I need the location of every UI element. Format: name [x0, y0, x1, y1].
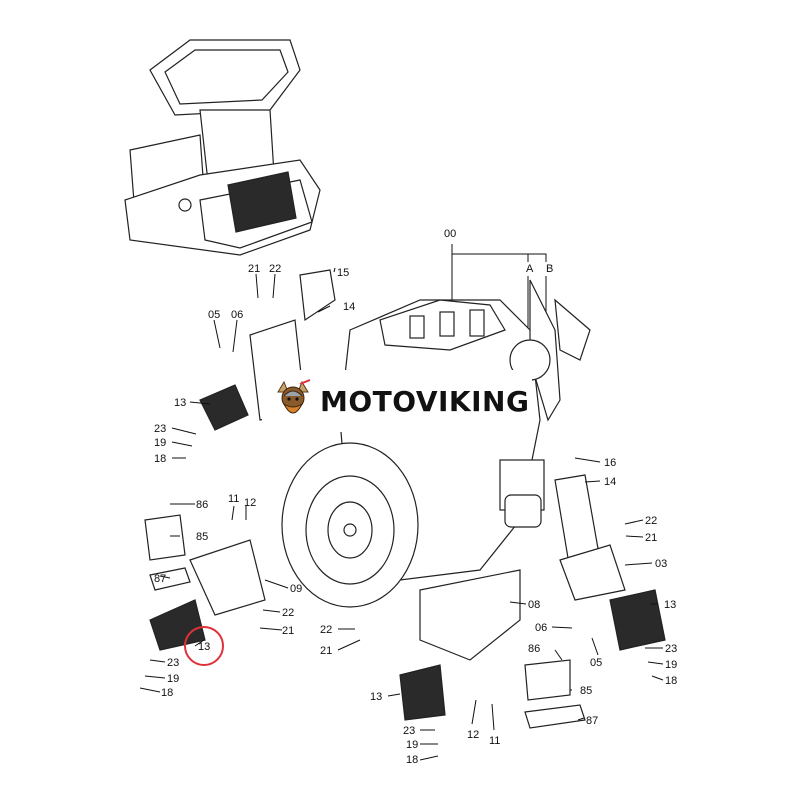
callout-13: 13: [370, 691, 382, 703]
callout-85: 85: [196, 531, 208, 543]
callout-22: 22: [269, 263, 281, 275]
callout-08: 08: [528, 599, 540, 611]
label-a: A: [526, 263, 534, 275]
callout-14: 14: [343, 301, 355, 313]
callout-87: 87: [154, 573, 166, 585]
callout-18: 18: [161, 687, 173, 699]
label-b: B: [546, 263, 553, 275]
callout-05: 05: [208, 309, 220, 321]
callout-23: 23: [167, 657, 179, 669]
callout-06: 06: [231, 309, 243, 321]
callout-13: 13: [664, 599, 676, 611]
callout-21: 21: [645, 532, 657, 544]
callout-13: 13: [174, 397, 186, 409]
callout-15: 15: [337, 267, 349, 279]
callout-23: 23: [154, 423, 166, 435]
callout-11: 11: [489, 735, 500, 747]
callout-85: 85: [580, 685, 592, 697]
callout-18: 18: [154, 453, 166, 465]
excavator-inset-drawing: [124, 39, 321, 256]
callout-22: 22: [645, 515, 657, 527]
callout-11: 11: [228, 493, 239, 505]
callout-09: 09: [290, 583, 302, 595]
callout-87: 87: [586, 715, 598, 727]
callout-12: 12: [244, 497, 256, 509]
flywheel-housing: [281, 442, 419, 608]
brand-name: MOTOVIKING: [320, 384, 530, 418]
callout-06: 06: [535, 622, 547, 634]
callout-19: 19: [406, 739, 418, 751]
front-right-mount: [399, 474, 666, 729]
leader-lines: [139, 267, 664, 761]
callout-13-highlighted: 13: [198, 641, 210, 653]
callout-19: 19: [154, 437, 166, 449]
callout-86: 86: [196, 499, 208, 511]
group-label: 00: [444, 228, 456, 240]
callout-21: 21: [320, 645, 332, 657]
callout-18: 18: [406, 754, 418, 766]
callout-05: 05: [590, 657, 602, 669]
callout-18: 18: [665, 675, 677, 687]
brand-watermark: MOTOVIKING: [262, 370, 532, 432]
rear-left-mount: [144, 269, 336, 651]
callout-19: 19: [167, 673, 179, 685]
callout-12: 12: [467, 729, 479, 741]
callout-03: 03: [655, 558, 667, 570]
callout-23: 23: [403, 725, 415, 737]
callout-21: 21: [248, 263, 260, 275]
callout-22: 22: [320, 624, 332, 636]
callout-21: 21: [282, 625, 294, 637]
callout-16: 16: [604, 457, 616, 469]
viking-mascot-icon: [277, 379, 311, 414]
callout-19: 19: [665, 659, 677, 671]
highlight-circle: [184, 626, 224, 666]
callout-22: 22: [282, 607, 294, 619]
callout-86: 86: [528, 643, 540, 655]
callout-14: 14: [604, 476, 616, 488]
callout-labels: 21 22 15 14 05 06 13 23 19 18 86 85 87 1…: [154, 263, 677, 766]
callout-23: 23: [665, 643, 677, 655]
